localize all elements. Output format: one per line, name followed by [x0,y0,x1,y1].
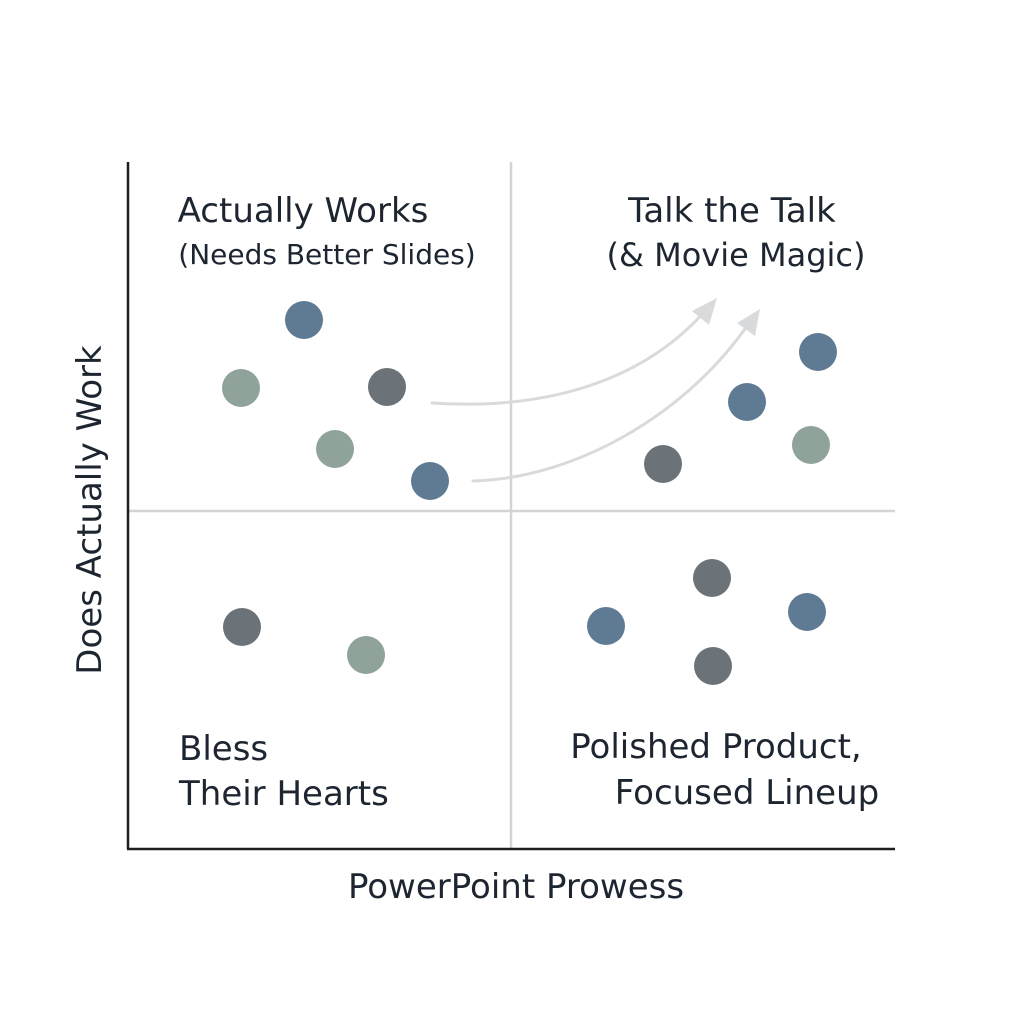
quadrant-top-right-title: Talk the Talk [627,191,836,231]
dot [788,593,826,631]
dot [347,636,385,674]
transition-arrow-lower [471,321,751,483]
dot [792,426,830,464]
dot [222,369,260,407]
arrow-head-icon [692,298,717,325]
quadrant-bottom-right-title: Polished Product, [570,727,861,767]
quadrant-top-right-subtitle: (& Movie Magic) [607,236,866,274]
arrow-head-icon [737,309,760,336]
dot [368,368,406,406]
dot [644,445,682,483]
quadrant-top-left-title: Actually Works [178,191,429,231]
quadrant-bottom-left-subtitle: Their Hearts [178,774,389,814]
dot [694,647,732,685]
y-axis-label: Does Actually Work [70,345,110,675]
quadrant-bottom-left-title: Bless [179,729,268,769]
dot [693,559,731,597]
dot [223,608,261,646]
transition-arrow-upper [430,308,708,406]
dot [285,301,323,339]
x-axis-label: PowerPoint Prowess [348,867,684,907]
dot [799,333,837,371]
dot [411,462,449,500]
quadrant-top-left-subtitle: (Needs Better Slides) [178,238,475,271]
dot [728,383,766,421]
quadrant-bottom-right-subtitle: Focused Lineup [615,773,879,813]
dot [316,430,354,468]
dot [587,607,625,645]
